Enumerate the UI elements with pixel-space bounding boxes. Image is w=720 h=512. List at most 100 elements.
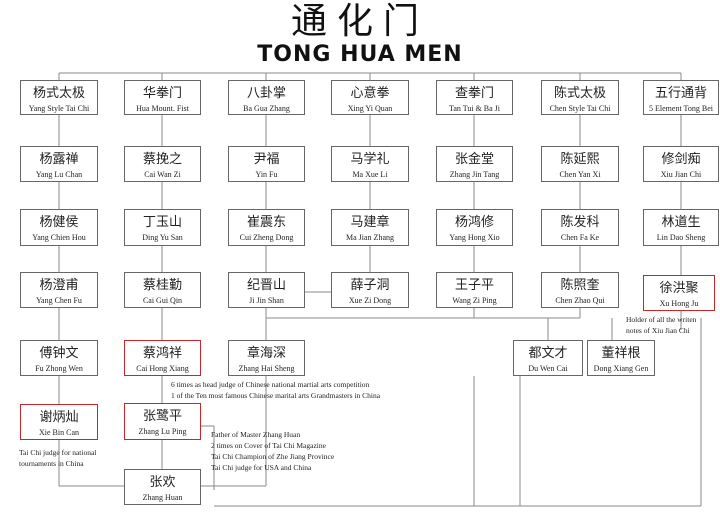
style-cn: 心意拳 [350, 86, 390, 101]
master-cn: 杨澄甫 [39, 278, 79, 293]
master-xu-hong-ju: 徐洪聚 Xu Hong Ju [643, 275, 715, 311]
master-en: Yin Fu [255, 170, 278, 179]
style-chen-tai-chi: 陈式太极 Chen Style Tai Chi [541, 80, 619, 115]
master-en: Ma Xue Li [352, 170, 388, 179]
note-line: Tai Chi judge for national [19, 448, 97, 457]
master-cn: 谢炳灿 [39, 410, 79, 425]
master-cn: 杨鸿修 [454, 215, 494, 230]
master-cn: 蔡鸿祥 [142, 346, 182, 361]
master-ma-xue-li: 马学礼 Ma Xue Li [331, 146, 409, 182]
master-en: Du Wen Cai [528, 364, 568, 373]
master-cn: 崔震东 [246, 215, 286, 230]
master-zhang-jin-tang: 张金堂 Zhang Jin Tang [436, 146, 513, 182]
style-cn: 五行通背 [654, 86, 707, 101]
master-chen-yan-xi: 陈延熙 Chen Yan Xi [541, 146, 619, 182]
master-en: Zhang Hai Sheng [238, 364, 295, 373]
note-line: Holder of all the writen [626, 315, 697, 324]
master-cai-gui-qin: 蔡桂勤 Cai Gui Qin [124, 272, 201, 308]
master-cn: 丁玉山 [142, 215, 182, 230]
note-line: 1 of the Ten most famous Chinese marital… [171, 391, 381, 400]
master-ji-jin-shan: 纪晋山 Ji Jin Shan [228, 272, 305, 308]
style-hua-mount-fist: 华拳门 Hua Mount. Fist [124, 80, 201, 115]
note-zhang-lu-ping: Father of Master Zhang Huan 2 times on C… [211, 429, 334, 473]
style-cn: 八卦掌 [246, 86, 286, 101]
master-cn: 张金堂 [454, 152, 494, 167]
master-en: Cai Gui Qin [142, 296, 183, 305]
style-cn: 华拳门 [142, 86, 182, 101]
master-cn: 董祥根 [601, 346, 641, 361]
master-cn: 陈发科 [560, 215, 600, 230]
master-du-wen-cai: 都文才 Du Wen Cai [513, 340, 583, 376]
master-yang-hong-xio: 杨鸿修 Yang Hong Xio [436, 209, 513, 246]
style-en: Xing Yi Quan [347, 104, 393, 113]
master-en: Xiu Jian Chi [660, 170, 702, 179]
style-en: 5 Element Tong Bei [649, 104, 713, 113]
note-xie-bin-can: Tai Chi judge for national tournaments i… [19, 447, 96, 469]
master-en: Yang Lu Chan [35, 170, 83, 179]
master-cn: 张欢 [149, 475, 176, 490]
note-line: notes of Xiu Jian Chi [626, 326, 690, 335]
master-en: Zhang Lu Ping [138, 427, 187, 436]
master-en: Yang Hong Xio [449, 233, 500, 242]
note-line: Father of Master Zhang Huan [211, 430, 301, 439]
master-en: Ding Yu San [142, 233, 183, 242]
style-cn: 查拳门 [454, 86, 494, 101]
master-cui-zheng-dong: 崔震东 Cui Zheng Dong [228, 209, 305, 246]
style-en: Ba Gua Zhang [243, 104, 290, 113]
master-fu-zhong-wen: 傅钟文 Fu Zhong Wen [20, 340, 98, 376]
master-cn: 都文才 [528, 346, 568, 361]
master-cn: 蔡挽之 [142, 152, 182, 167]
master-en: Lin Dao Sheng [656, 233, 706, 242]
master-en: Xie Bin Can [39, 428, 79, 437]
title-chinese: 通化门 [290, 1, 429, 42]
master-cn: 纪晋山 [246, 278, 286, 293]
note-xu-hong-ju: Holder of all the writen notes of Xiu Ji… [626, 314, 696, 336]
master-en: Chen Fa Ke [560, 233, 600, 242]
master-zhang-lu-ping: 张鹭平 Zhang Lu Ping [124, 403, 201, 440]
master-en: Zhang Huan [142, 493, 183, 502]
master-chen-fa-ke: 陈发科 Chen Fa Ke [541, 209, 619, 246]
master-cai-hong-xiang: 蔡鸿祥 Cai Hong Xiang [124, 340, 201, 376]
note-line: Tai Chi Champion of Zhe Jiang Province [211, 452, 335, 461]
master-cn: 蔡桂勤 [142, 278, 182, 293]
master-dong-xiang-gen: 董祥根 Dong Xiang Gen [587, 340, 655, 376]
master-en: Yang Chien Hou [32, 233, 86, 242]
style-cn: 杨式太极 [32, 86, 85, 101]
master-en: Xu Hong Ju [659, 299, 699, 308]
note-line: 2 times on Cover of Tai Chi Magazine [211, 441, 326, 450]
master-cn: 马学礼 [350, 152, 390, 167]
master-cn: 王子平 [454, 278, 494, 293]
master-en: Ma Jian Zhang [346, 233, 394, 242]
master-xie-bin-can: 谢炳灿 Xie Bin Can [20, 404, 98, 440]
master-xiu-jian-chi: 修剑痴 Xiu Jian Chi [643, 146, 719, 182]
master-en: Wang Zi Ping [452, 296, 497, 305]
master-cn: 徐洪聚 [659, 281, 699, 296]
master-zhang-hai-sheng: 章海深 Zhang Hai Sheng [228, 340, 305, 376]
note-line: tournaments in China [19, 459, 84, 468]
style-5-element-tong-bei: 五行通背 5 Element Tong Bei [643, 80, 719, 115]
master-cn: 傅钟文 [39, 346, 79, 361]
style-cn: 陈式太极 [553, 86, 606, 101]
master-cn: 章海深 [246, 346, 286, 361]
master-cn: 修剑痴 [661, 152, 701, 167]
master-ding-yu-san: 丁玉山 Ding Yu San [124, 209, 201, 246]
master-cai-wan-zi: 蔡挽之 Cai Wan Zi [124, 146, 201, 182]
master-en: Fu Zhong Wen [35, 364, 83, 373]
note-cai-hong-xiang: 6 times as head judge of Chinese nationa… [171, 379, 380, 401]
master-lin-dao-sheng: 林道生 Lin Dao Sheng [643, 209, 719, 246]
style-ba-gua-zhang: 八卦掌 Ba Gua Zhang [228, 80, 305, 115]
master-en: Dong Xiang Gen [593, 364, 649, 373]
master-cn: 陈照奎 [560, 278, 600, 293]
master-en: Zhang Jin Tang [449, 170, 500, 179]
style-en: Chen Style Tai Chi [549, 104, 611, 113]
master-yang-lu-chan: 杨露禅 Yang Lu Chan [20, 146, 98, 182]
master-cn: 陈延熙 [560, 152, 600, 167]
master-en: Chen Zhao Qui [555, 296, 605, 305]
master-cn: 尹福 [253, 152, 280, 167]
master-wang-zi-ping: 王子平 Wang Zi Ping [436, 272, 513, 308]
master-cn: 马建章 [350, 215, 390, 230]
master-en: Cui Zheng Dong [239, 233, 294, 242]
master-en: Chen Yan Xi [559, 170, 601, 179]
master-yin-fu: 尹福 Yin Fu [228, 146, 305, 182]
